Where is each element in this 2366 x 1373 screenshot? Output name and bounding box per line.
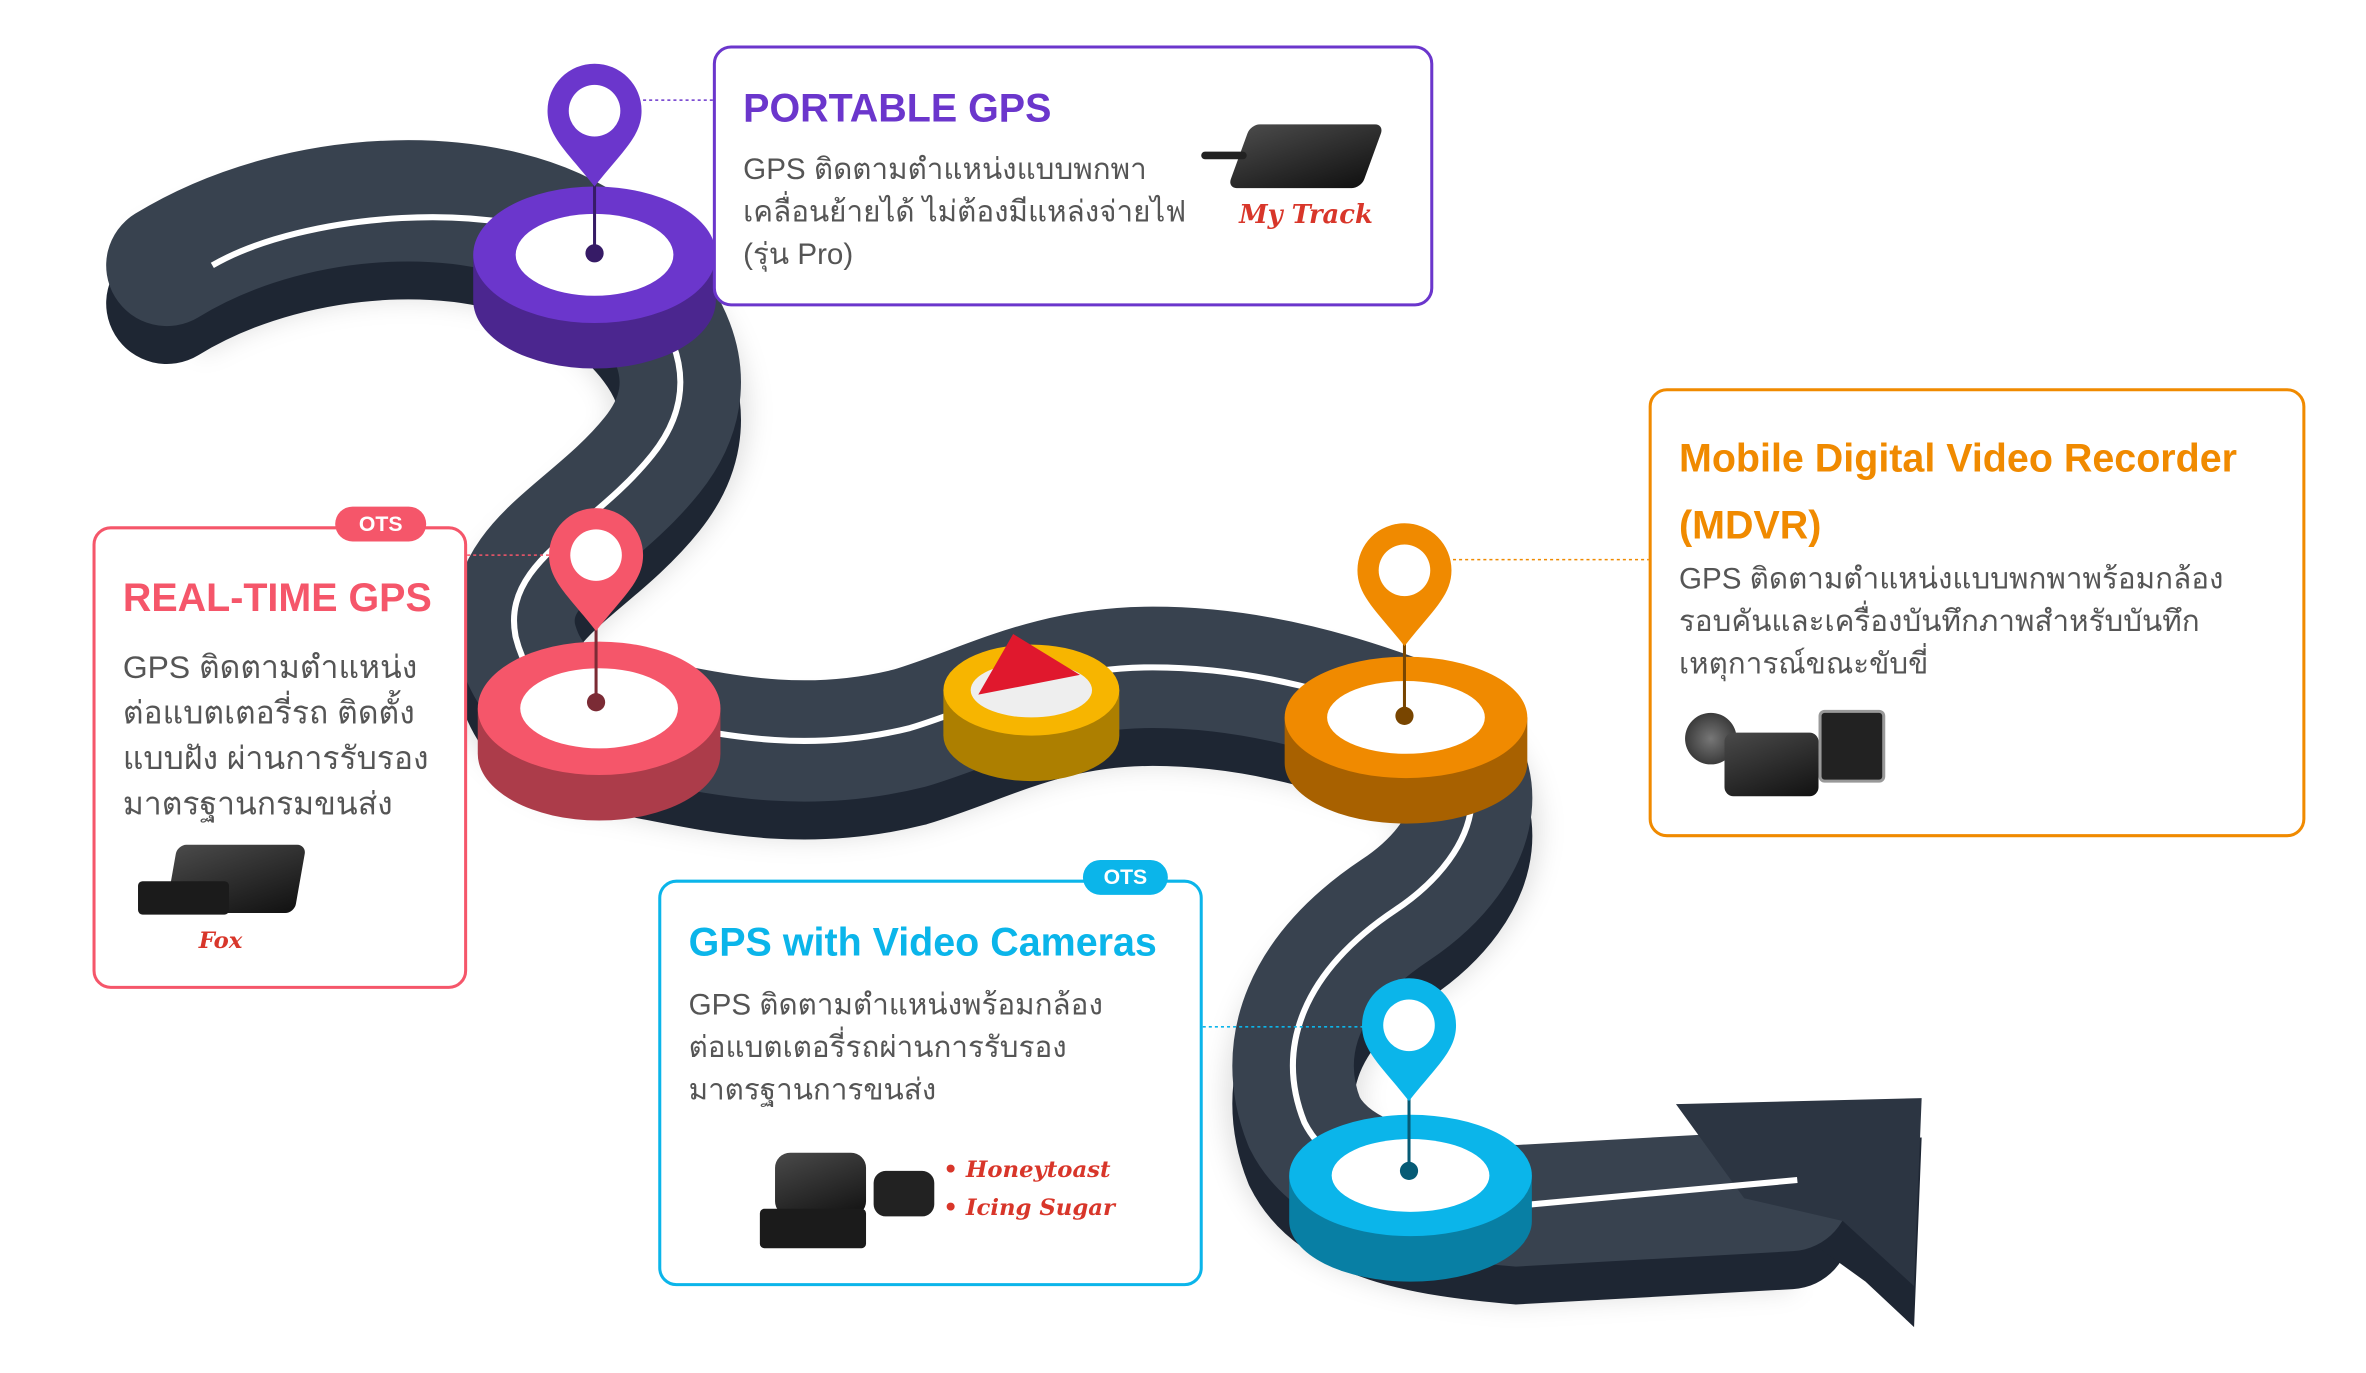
interior-camera-image (873, 1170, 935, 1217)
description-line: รอบคันและเครื่องบันทึกภาพสำหรับบันทึก (1678, 605, 2200, 639)
pin-mdvr-marker-hole (1378, 544, 1431, 597)
arrow-head (1675, 1098, 1922, 1287)
brand-logo-fox: Fox (198, 926, 243, 955)
card-realtime-gps: REAL-TIME GPS GPS ติดตามตำแหน่ง ต่อแบตเต… (92, 526, 468, 989)
description-line: GPS ติดตามตำแหน่งพร้อมกล้อง (688, 988, 1103, 1023)
description-line: ต่อแบตเตอรี่รถผ่านการรับรอง (688, 1031, 1067, 1065)
description-line: GPS ติดตามตำแหน่ง (122, 650, 418, 686)
pin-realtime-dot (586, 693, 606, 712)
description-line: เหตุการณ์ขณะขับขี่ (1678, 647, 1929, 681)
card-portable-gps: PORTABLE GPS GPS ติดตามตำแหน่งแบบพกพา เค… (712, 45, 1434, 307)
card-title-line: (MDVR) (1678, 502, 1822, 548)
card-title: Mobile Digital Video Recorder (MDVR) (1679, 425, 2237, 558)
card-gps-video-cameras: GPS with Video Cameras GPS ติดตามตำแหน่ง… (658, 879, 1203, 1287)
card-description: GPS ติดตามตำแหน่งพร้อมกล้อง ต่อแบตเตอรี่… (689, 984, 1103, 1111)
pin-realtime-marker-hole (570, 529, 622, 581)
pin-video-marker-hole (1383, 999, 1435, 1052)
description-line: มาตรฐานการขนส่ง (688, 1073, 937, 1108)
pin-video-dot (1399, 1161, 1419, 1180)
flag-icon (978, 633, 1080, 695)
brand-name: Honeytoast (965, 1155, 1111, 1184)
device-cable (1201, 151, 1247, 160)
rear-camera-image (1818, 709, 1886, 783)
card-title-line: Mobile Digital Video Recorder (1678, 435, 2238, 481)
card-description: GPS ติดตามตำแหน่ง ต่อแบตเตอรี่รถ ติดตั้ง… (123, 646, 429, 828)
dashcam-image (775, 1152, 867, 1217)
description-line: เคลื่อนย้ายได้ ไม่ต้องมีแหล่งจ่ายไฟ (743, 195, 1187, 230)
mdvr-recorder-image (1724, 732, 1819, 797)
description-line: มาตรฐานกรมขนส่ง (122, 787, 393, 823)
description-line: GPS ติดตามตำแหน่งแบบพกพาพร้อมกล้อง (1678, 562, 2224, 597)
brand-logo-mytrack: My Track (1239, 200, 1373, 231)
portable-gps-device-image (1227, 124, 1385, 189)
brand-logo-icing-sugar: • Icing Sugar (943, 1193, 1115, 1221)
description-line: แบบฝัง ผ่านการรับรอง (122, 741, 429, 777)
card-title: REAL-TIME GPS (122, 574, 432, 621)
description-line: (รุ่น Pro) (743, 238, 854, 272)
card-reader-image (759, 1208, 867, 1249)
card-description: GPS ติดตามตำแหน่งแบบพกพา เคลื่อนย้ายได้ … (743, 149, 1186, 276)
pin-portable-dot (585, 244, 604, 263)
description-line: ต่อแบตเตอรี่รถ ติดตั้ง (122, 696, 415, 732)
pin-portable-marker-hole (568, 84, 621, 137)
card-reader-image (138, 881, 230, 915)
ots-badge: OTS (1082, 859, 1168, 895)
brand-name: Icing Sugar (965, 1193, 1115, 1221)
ots-badge: OTS (335, 506, 427, 542)
card-description: GPS ติดตามตำแหน่งแบบพกพาพร้อมกล้อง รอบคั… (1679, 558, 2223, 685)
card-title: GPS with Video Cameras (688, 919, 1157, 965)
brand-logo-honeytoast: • Honeytoast (943, 1155, 1111, 1184)
card-title: PORTABLE GPS (743, 84, 1052, 131)
description-line: GPS ติดตามตำแหน่งแบบพกพา (743, 153, 1147, 187)
pin-mdvr-dot (1395, 706, 1414, 725)
card-mdvr: Mobile Digital Video Recorder (MDVR) GPS… (1648, 388, 2306, 838)
